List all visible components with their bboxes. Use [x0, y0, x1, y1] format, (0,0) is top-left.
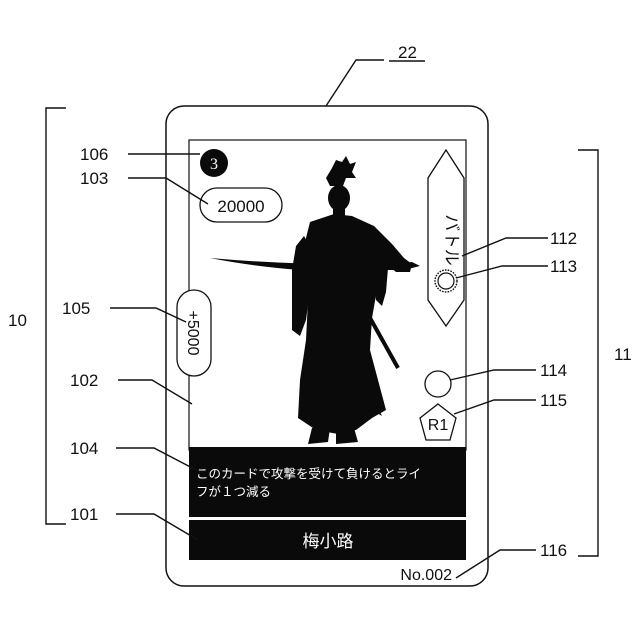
- card-number: No.002: [400, 567, 452, 584]
- ref-102: 102: [70, 371, 98, 390]
- empty-circle: [425, 371, 451, 397]
- card-name: 梅小路: [303, 532, 354, 552]
- gear-icon: [435, 270, 457, 292]
- boost-value: +5000: [184, 311, 201, 356]
- description-line-2: フが１つ減る: [196, 484, 271, 499]
- bracket-right: [578, 150, 598, 556]
- ref-22: 22: [398, 43, 417, 62]
- ref-10: 10: [8, 311, 27, 330]
- ref-103: 103: [80, 169, 108, 188]
- type-label: バトル: [441, 214, 461, 266]
- ref-113: 113: [550, 257, 577, 276]
- power-value: 20000: [217, 197, 264, 216]
- ref-104: 104: [70, 439, 98, 458]
- description-line-1: このカードで攻撃を受けて負けるとライ: [196, 466, 421, 481]
- ref-11: 11: [614, 345, 632, 364]
- cost-value: 3: [210, 156, 218, 173]
- ref-114: 114: [540, 361, 567, 380]
- ref-105: 105: [62, 299, 90, 318]
- ref-106: 106: [80, 145, 108, 164]
- description-band: [189, 447, 466, 517]
- ref-115: 115: [540, 391, 567, 410]
- rarity-value: R1: [428, 417, 449, 434]
- leader-22: [326, 60, 384, 106]
- ref-112: 112: [550, 229, 577, 248]
- ref-116: 116: [540, 541, 567, 560]
- ref-101: 101: [70, 505, 98, 524]
